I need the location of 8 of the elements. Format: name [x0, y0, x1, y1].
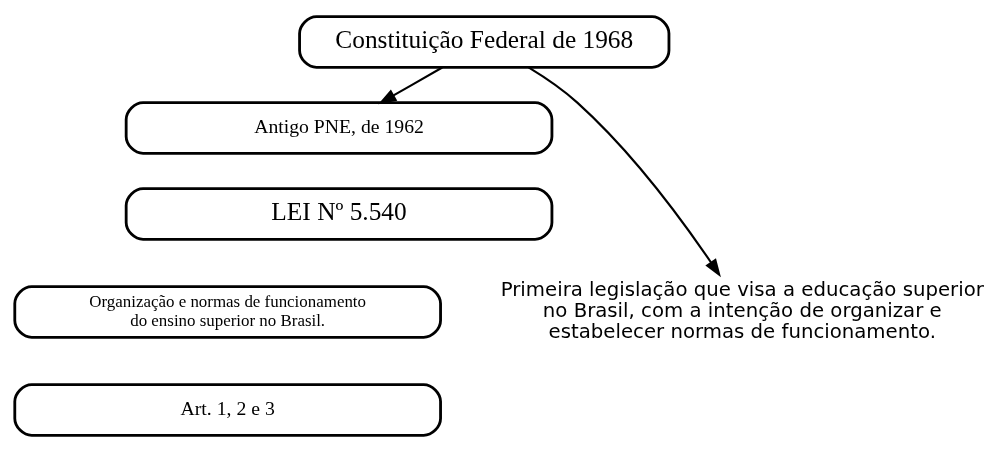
- arrow: [378, 66, 443, 105]
- node-box: Organização e normas de funcionamento do ensino superior no Brasil.: [13, 285, 442, 339]
- node-box: LEI Nº 5.540: [124, 187, 554, 241]
- node-box: Art. 1, 2 e 3: [13, 383, 442, 437]
- node-box: Constituição Federal de 1968: [298, 15, 671, 69]
- node-text: Primeira legislação que visa a educação superior no Brasil, com a intenção de organizar e estabelecer normas de funcionamento.: [500, 278, 984, 344]
- arrow: [528, 66, 721, 278]
- node-box: Antigo PNE, de 1962: [124, 101, 554, 155]
